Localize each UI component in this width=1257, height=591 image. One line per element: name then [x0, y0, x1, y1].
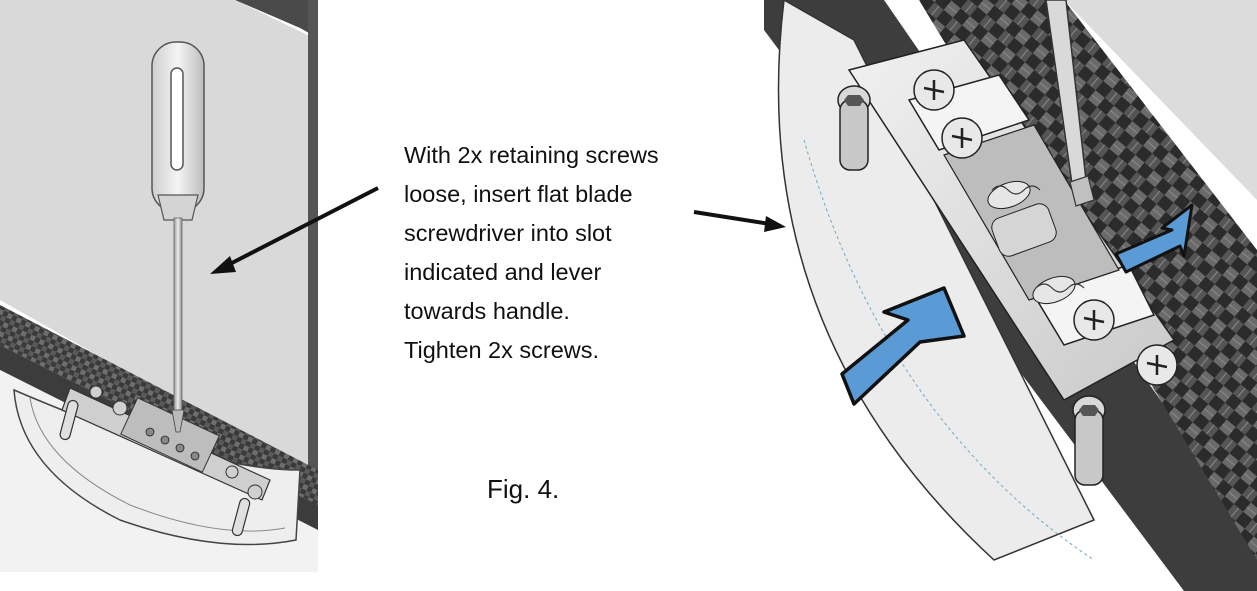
- screwdriver-icon: [151, 41, 205, 433]
- instruction-line-4: indicated and lever: [404, 259, 602, 285]
- left-figure-illustration: [0, 0, 318, 572]
- instruction-text: With 2x retaining screws loose, insert f…: [404, 136, 704, 370]
- screwdriver-icon: [1045, 0, 1095, 207]
- instruction-line-5: towards handle.: [404, 298, 570, 324]
- right-figure-illustration: [764, 0, 1257, 591]
- figure-caption: Fig. 4.: [487, 474, 560, 504]
- left-door-drawing: [0, 0, 318, 572]
- instruction-line-6: Tighten 2x screws.: [404, 337, 600, 363]
- instruction-line-1: With 2x retaining screws: [404, 142, 659, 168]
- instruction-line-2: loose, insert flat blade: [404, 181, 633, 207]
- blue-arrow-direction: [840, 286, 966, 406]
- instruction-line-3: screwdriver into slot: [404, 220, 612, 246]
- blue-arrow-slot: [1114, 203, 1194, 274]
- right-latch-closeup-drawing: [764, 0, 1257, 591]
